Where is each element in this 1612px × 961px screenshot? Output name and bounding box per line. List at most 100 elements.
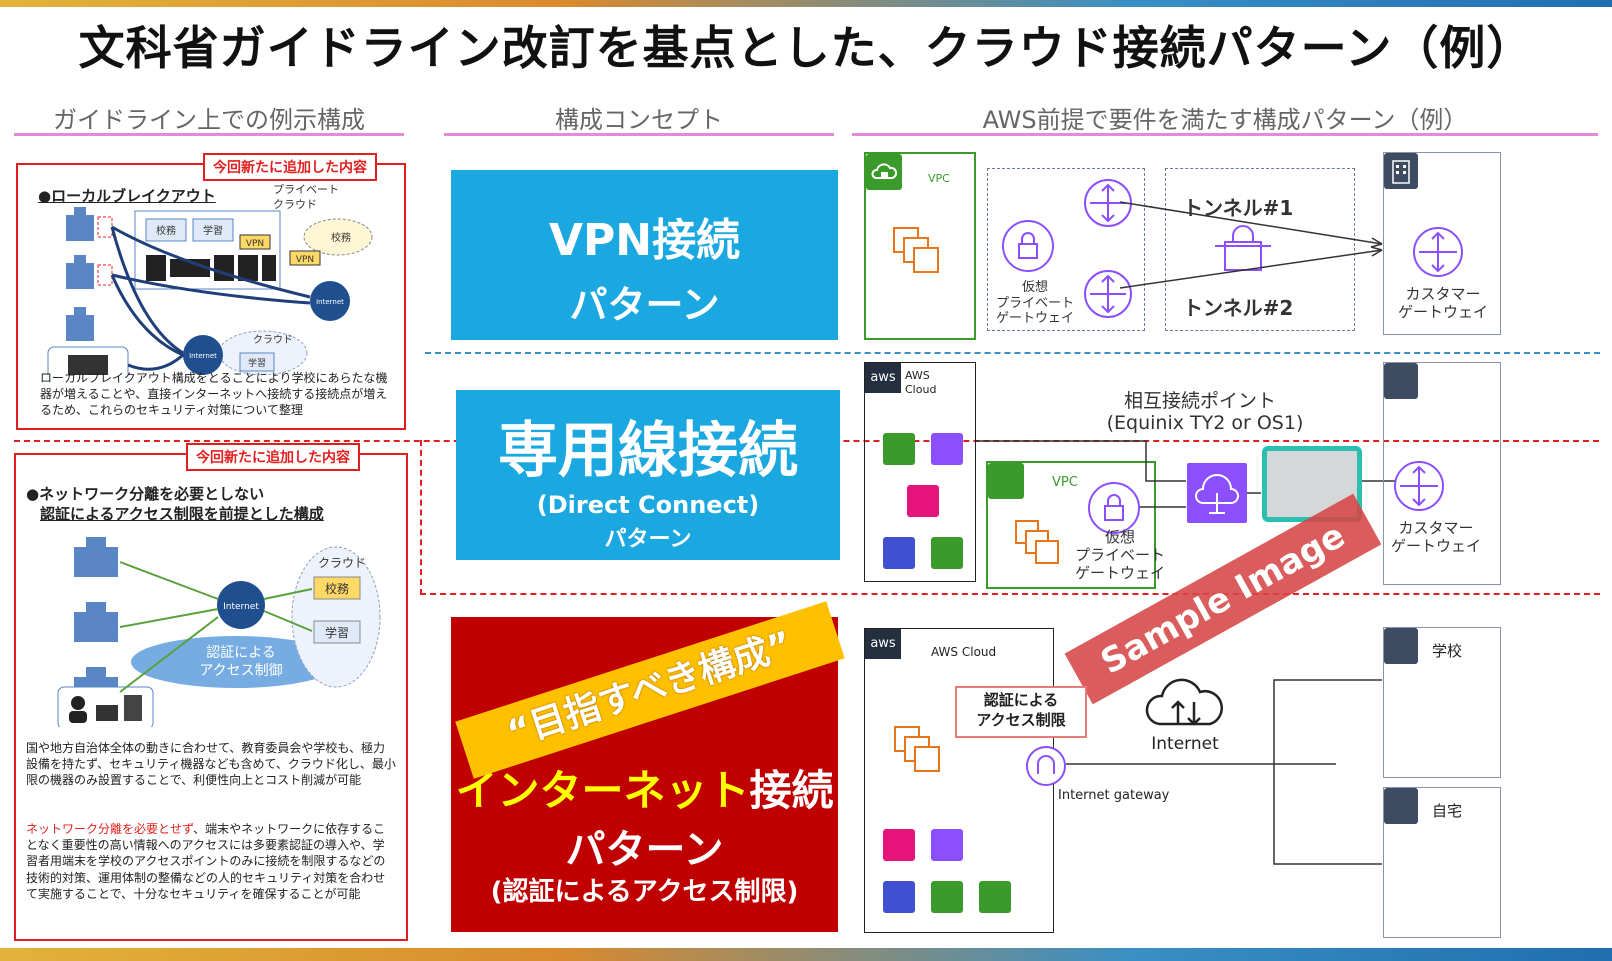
column-header-concept: 構成コンセプト (444, 100, 834, 136)
cloud-gakushu: 学習 (248, 357, 266, 369)
home-building-icon (1384, 788, 1418, 824)
dc-customer-gateway-icon (1394, 461, 1444, 511)
dc-aws-cloud-label: AWS Cloud (905, 369, 937, 397)
internet-gateway-label: Internet gateway (1058, 788, 1170, 803)
net-database-icon (883, 881, 915, 913)
vpn-customer-site-box: カスタマー ゲートウェイ (1383, 152, 1501, 335)
direct-connect-pattern-card: 専用線接続 (Direct Connect) パターン (456, 390, 840, 560)
local-breakout-description: ローカルブレイクアウト構成をとることにより学校にあらたな機器が増えることや、直接… (40, 371, 388, 418)
vgw-group-box (987, 168, 1145, 331)
vpn-vpc-box: VPC (864, 152, 976, 340)
storage-gateway-icon (931, 537, 963, 569)
bottom-accent-bar (0, 948, 1612, 961)
auth-access-restriction-box: 認証による アクセス制限 (955, 686, 1087, 738)
equinix-router-box (1262, 446, 1362, 522)
local-breakout-diagram: 校務 学習 VPN 校務 VPN Internet クラウド 学習 Intern… (47, 207, 373, 375)
guideline-local-breakout-panel: 今回新たに追加した内容 ●ローカルブレイクアウト プライベート クラウド 校務 … (16, 153, 406, 430)
cloud-label-b: クラウド (318, 556, 366, 570)
dc-pattern-title: 専用線接続 (498, 416, 798, 486)
vpn-vpc-label: VPC (928, 172, 950, 185)
vpn-pattern-subtitle: パターン (569, 283, 720, 327)
home-label: 自宅 (1432, 802, 1463, 820)
dc-cgw-label: カスタマー ゲートウェイ (1390, 519, 1481, 555)
section-divider-blue (425, 352, 1600, 354)
vpn-tunnel-arrows (1120, 201, 1383, 289)
dc-connection-lines (976, 440, 1396, 508)
local-breakout-heading: ●ローカルブレイクアウト (38, 187, 216, 205)
dc-vgw-label: 仮想 プライベート ゲートウェイ (1074, 528, 1165, 582)
column-header-guideline: ガイドライン上での例示構成 (14, 100, 404, 136)
vpn-pattern-title: VPN接続 (548, 215, 741, 266)
net-workspaces-icon (931, 829, 963, 861)
guideline-auth-access-panel: 今回新たに追加した内容 ●ネットワーク分離を必要としない 認証によるアクセス制限… (14, 443, 408, 941)
auth-access-diagram: 認証による アクセス制御 Internet クラウド 校務 学習 (57, 537, 381, 727)
dc-customer-site-box: カスタマー ゲートウェイ (1383, 362, 1501, 585)
dc-pattern-subtitle: (Direct Connect) (536, 491, 760, 519)
internet-globe-a: Internet (316, 298, 344, 306)
ec2-instances-icon (893, 227, 939, 273)
internet-label: Internet (1151, 734, 1219, 754)
private-cloud-label: プライベート クラウド (273, 183, 339, 211)
vpn-label-b: VPN (296, 255, 314, 265)
vpc-cloud-icon (866, 154, 902, 190)
interconnect-label: 相互接続ポイント (1123, 390, 1276, 412)
net-s3-bucket-icon (979, 881, 1011, 913)
auth-description-2-rest: 、端末やネットワークに依存することなく重要性の高い情報へのアクセスには多要素認証… (26, 822, 386, 901)
aws-logo: aws (865, 363, 901, 393)
internet-pattern-note: (認証によるアクセス制限) (490, 877, 799, 907)
direct-connect-icon (1187, 463, 1247, 523)
tunnel-group-box (1165, 168, 1355, 331)
s3-bucket-icon (883, 433, 915, 465)
net-api-gateway-icon (883, 829, 915, 861)
vpn-router-icon-2 (1084, 270, 1132, 318)
home-site-box: 自宅 (1383, 787, 1501, 938)
internet-globe-c: Internet (223, 602, 259, 612)
internet-cloud-icon (1145, 678, 1223, 726)
net-storage-gateway-icon (931, 881, 963, 913)
internet-pattern-title-yellow: インターネット (455, 766, 750, 815)
column-header-aws-patterns: AWS前提で要件を満たす構成パターン（例） (852, 100, 1598, 136)
vgw-lock-icon (1002, 220, 1054, 272)
vpn-vgw-label: 仮想 プライベート ゲートウェイ (995, 280, 1074, 327)
section-divider-red-left (420, 440, 422, 595)
gakushu-db-label: 学習 (203, 224, 223, 237)
vpn-pattern-card: VPN接続 パターン (451, 170, 838, 340)
dc-vpc-cloud-icon (988, 463, 1024, 499)
database-icon (883, 537, 915, 569)
section-divider-red-bottom (420, 593, 1600, 595)
interconnect-location: (Equinix TY2 or OS1) (1106, 412, 1304, 434)
internet-pattern-subtitle: パターン (565, 827, 724, 873)
dc-pattern-label: パターン (604, 527, 692, 552)
net-ec2-instances-icon (894, 726, 940, 772)
internet-connection-lines (1066, 679, 1382, 865)
added-content-tag: 今回新たに追加した内容 (203, 153, 377, 181)
auth-description-2-red: ネットワーク分離を必要とせず (26, 822, 194, 836)
workspaces-icon (931, 433, 963, 465)
school-building-icon (1384, 628, 1418, 664)
dc-vpc-box: VPC (986, 461, 1156, 589)
internet-gateway-icon (1026, 746, 1066, 786)
vpn-label-a: VPN (246, 239, 264, 249)
no-segregation-heading-1: ●ネットワーク分離を必要としない (26, 485, 265, 503)
dc-vgw-lock-icon (1088, 482, 1140, 534)
dc-ec2-instances-icon (1015, 520, 1059, 564)
auth-control-line1: 認証による (206, 645, 276, 661)
added-content-tag-2: 今回新たに追加した内容 (186, 443, 360, 471)
no-segregation-heading-2: 認証によるアクセス制限を前提とした構成 (40, 505, 324, 523)
top-accent-bar (0, 0, 1612, 7)
school-site-box: 学校 (1383, 627, 1501, 778)
auth-control-line2: アクセス制御 (199, 663, 282, 679)
kouhmu-db-label: 校務 (156, 224, 176, 237)
dc-building-icon (1384, 363, 1418, 399)
vpn-router-icon-1 (1084, 179, 1132, 227)
tunnel-2-label: トンネル#2 (1183, 296, 1294, 320)
school-label: 学校 (1432, 642, 1463, 660)
net-aws-cloud-label: AWS Cloud (931, 645, 997, 659)
customer-gateway-icon (1413, 227, 1463, 277)
cloud-kouhmu-b: 校務 (325, 581, 349, 596)
page-title: 文科省ガイドライン改訂を基点とした、クラウド接続パターン（例） (78, 21, 1534, 75)
internet-pattern-title: インターネット接続 (451, 757, 838, 818)
dc-aws-cloud-box: aws AWS Cloud (864, 362, 976, 582)
api-gateway-icon (907, 485, 939, 517)
vpn-cgw-label: カスタマー ゲートウェイ (1397, 285, 1488, 321)
